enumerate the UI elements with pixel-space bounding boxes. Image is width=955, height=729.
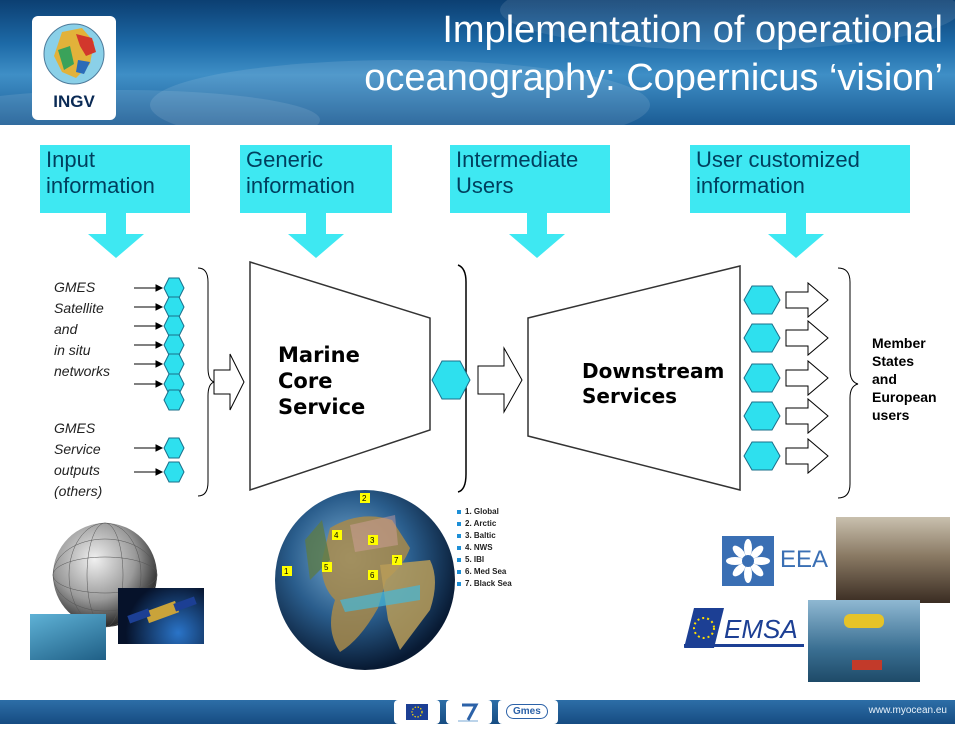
- rescue-helicopter-photo: [808, 600, 920, 682]
- svg-text:6: 6: [370, 571, 375, 580]
- svg-text:1: 1: [284, 567, 289, 576]
- hexagon-icon: [163, 296, 185, 318]
- down-arrows: [88, 213, 824, 258]
- hollow-arrow-icon: [785, 397, 829, 435]
- legend-item: 7. Black Sea: [457, 579, 512, 588]
- marine-core-service-label: Marine Core Service: [278, 343, 366, 419]
- fp7-badge: [446, 700, 492, 724]
- emsa-text: EMSA: [724, 614, 798, 644]
- hollow-arrow-icon: [785, 359, 829, 397]
- stage-label-input: Input information: [40, 145, 190, 213]
- eea-logo: EEA: [722, 536, 832, 586]
- stage-label-generic: Generic information: [240, 145, 392, 213]
- down-arrow-icon: [768, 213, 824, 258]
- hexagon-icon: [163, 334, 185, 356]
- gmes-text: Gmes: [506, 704, 548, 719]
- title-line-2: oceanography: Copernicus ‘vision’: [364, 57, 943, 99]
- hexagon-icon: [743, 323, 781, 353]
- gmes-badge: Gmes: [498, 700, 558, 724]
- emsa-flag-icon: [684, 608, 724, 648]
- legend-item: 2. Arctic: [457, 519, 496, 528]
- hexagon-icon: [743, 285, 781, 315]
- svg-text:3: 3: [370, 536, 375, 545]
- legend-item: 6. Med Sea: [457, 567, 506, 576]
- regions-globe: [275, 490, 455, 670]
- header-banner: INGV Implementation of operational ocean…: [0, 0, 955, 125]
- footer-url: www.myocean.eu: [868, 705, 947, 716]
- ocean-float-photo: [30, 614, 106, 660]
- hexagon-icon: [163, 277, 185, 299]
- hexagon-icon: [163, 315, 185, 337]
- satellite-networks-text: GMES Satellite and in situ networks: [54, 279, 111, 379]
- input-brace: [197, 267, 216, 497]
- eea-text: EEA: [780, 546, 829, 573]
- service-outputs-text: GMES Service outputs (others): [54, 420, 103, 499]
- emsa-underline: [684, 644, 804, 647]
- marine-core-trapezoid: [249, 260, 431, 492]
- svg-text:5: 5: [324, 563, 329, 572]
- audience-photo: [836, 517, 950, 603]
- down-arrow-icon: [288, 213, 344, 258]
- eea-flower-icon: [722, 536, 774, 586]
- legend-item: 1. Global: [457, 507, 499, 516]
- hollow-arrow-icon: [785, 437, 829, 475]
- downstream-services-label: Downstream Services: [582, 359, 725, 408]
- hexagon-icon: [743, 401, 781, 431]
- legend-item: 3. Baltic: [457, 531, 496, 540]
- hexagon-icon: [743, 363, 781, 393]
- input-arrows: [134, 284, 164, 476]
- hollow-arrow-icon: [213, 353, 245, 411]
- users-text: Member States and European users: [872, 335, 937, 423]
- downstream-trapezoid: [527, 265, 741, 491]
- down-arrow-icon: [509, 213, 565, 258]
- satellite-photo: [118, 588, 204, 644]
- logo-text: INGV: [53, 92, 95, 111]
- stage-label-user-customized: User customized information: [690, 145, 910, 213]
- hexagon-icon: [163, 353, 185, 375]
- globe-region-markers: 1 2 3 4 5 6 7: [282, 493, 402, 580]
- legend-item: 4. NWS: [457, 543, 493, 552]
- fp7-seven-icon: [458, 703, 479, 722]
- stage-label-intermediate: Intermediate Users: [450, 145, 610, 213]
- hollow-arrow-icon: [477, 346, 523, 414]
- eu-flag-badge: [394, 700, 440, 724]
- down-arrow-icon: [88, 213, 144, 258]
- hexagon-icon: [163, 389, 185, 411]
- hollow-arrow-icon: [785, 319, 829, 357]
- emsa-logo: EMSA: [684, 608, 804, 648]
- svg-text:4: 4: [334, 531, 339, 540]
- title-line-1: Implementation of operational: [442, 9, 943, 51]
- legend-item: 5. IBI: [457, 555, 484, 564]
- users-brace: [837, 267, 859, 499]
- output-connectors: [743, 281, 829, 475]
- svg-text:7: 7: [394, 556, 399, 565]
- eu-flag-icon: [406, 704, 428, 720]
- hexagon-icon: [163, 437, 185, 459]
- ingv-logo: INGV: [32, 16, 116, 120]
- hollow-arrow-icon: [785, 281, 829, 319]
- input-hexagons: [163, 277, 185, 483]
- footer-bar: Gmes www.myocean.eu: [0, 700, 955, 724]
- connector-hexagon-icon: [431, 360, 471, 400]
- hexagon-icon: [163, 461, 185, 483]
- ingv-globe-icon: [43, 23, 105, 85]
- page-title: Implementation of operational oceanograp…: [203, 6, 943, 102]
- svg-text:2: 2: [362, 494, 367, 503]
- hexagon-icon: [743, 441, 781, 471]
